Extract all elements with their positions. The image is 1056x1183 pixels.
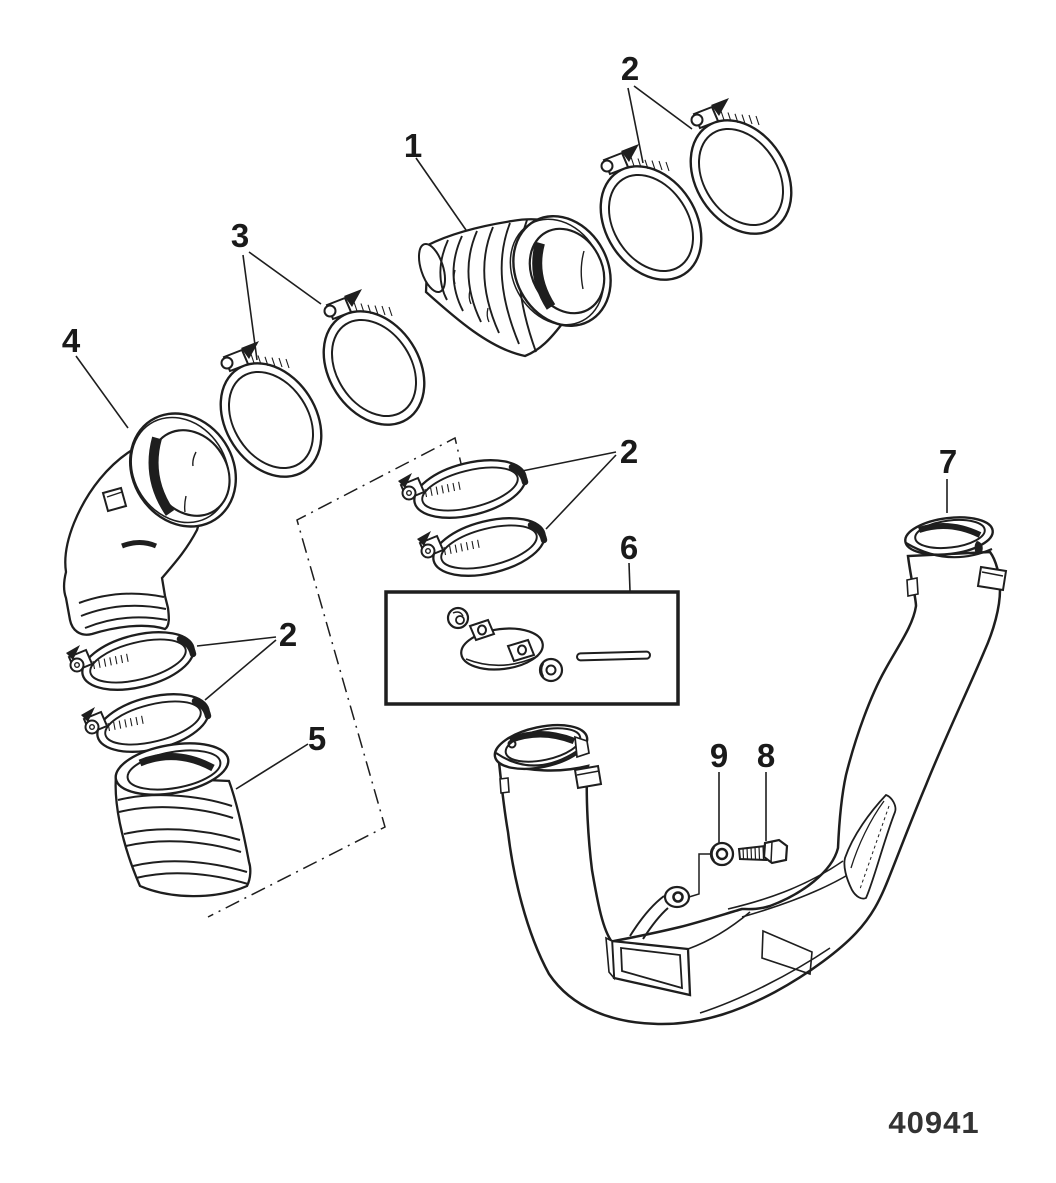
bellows-bore-shading — [532, 241, 556, 310]
y-pipe-pocket — [843, 793, 897, 900]
bolt-head — [762, 838, 789, 865]
callout-4-elbow: 4 — [62, 322, 81, 359]
bolt — [737, 838, 789, 865]
callout-1-bellows: 1 — [404, 127, 422, 164]
callout-8-bolt: 8 — [757, 737, 775, 774]
hose-clamp-3b — [301, 287, 447, 445]
callout-6-kit-box: 6 — [620, 529, 638, 566]
washer — [688, 841, 735, 898]
bellows-small-end — [417, 242, 447, 294]
y-pipe-left-lug — [573, 764, 603, 790]
hose-clamp-2e — [398, 450, 532, 528]
y-pipe-rim-mark — [974, 541, 983, 555]
callout-9-washer: 9 — [710, 737, 728, 774]
elbow-bore-shading — [148, 436, 175, 516]
callout-3-left-clamps: 3 — [231, 217, 249, 254]
washer-pointer-line — [688, 853, 712, 898]
leader-lines — [75, 85, 948, 843]
y-pipe-left-bore-shading — [508, 731, 576, 745]
y-pipe-right-lug — [976, 565, 1008, 592]
y-pipe-left-rim-notch — [574, 735, 590, 759]
kit-plate-tab-left — [468, 618, 496, 642]
drawing-number: 40941 — [888, 1105, 979, 1140]
kit-plate-tab-right — [506, 638, 536, 663]
hose-clamp-2f — [417, 508, 551, 586]
kit-nut-small — [446, 606, 470, 630]
y-pipe-right-bore-shading — [918, 523, 982, 538]
elbow-flange-lines — [78, 592, 168, 629]
kit-retainer-pin — [576, 650, 651, 662]
kit-nut-large — [538, 657, 564, 683]
callout-2-center-clamps: 2 — [620, 433, 638, 470]
y-pipe-body — [497, 550, 1002, 1026]
callout-5-hose: 5 — [308, 720, 326, 757]
bolt-threads — [742, 846, 765, 860]
exhaust-y-pipe — [493, 516, 1008, 1026]
y-pipe-crease-lines — [727, 860, 852, 918]
y-pipe-bracket-arm — [629, 895, 669, 940]
y-pipe-side-panel — [761, 929, 813, 976]
y-pipe-boss-hole — [672, 891, 684, 903]
assembly-group-boundary — [207, 436, 464, 918]
exhaust-elbow — [62, 412, 238, 636]
hose-ribs — [117, 794, 249, 885]
elbow-bend-shadow — [121, 540, 158, 549]
callout-2-upper-clamps: 2 — [621, 50, 639, 87]
exhaust-hose — [114, 742, 252, 898]
hose-bore-shading — [138, 753, 215, 772]
callout-2-elbow-clamps: 2 — [279, 616, 297, 653]
y-pipe-right-tab — [906, 577, 919, 597]
exhaust-bellows — [417, 215, 612, 358]
shutter-kit-box — [384, 590, 680, 706]
elbow-tab — [101, 486, 128, 513]
callout-7-y-pipe: 7 — [939, 443, 957, 480]
